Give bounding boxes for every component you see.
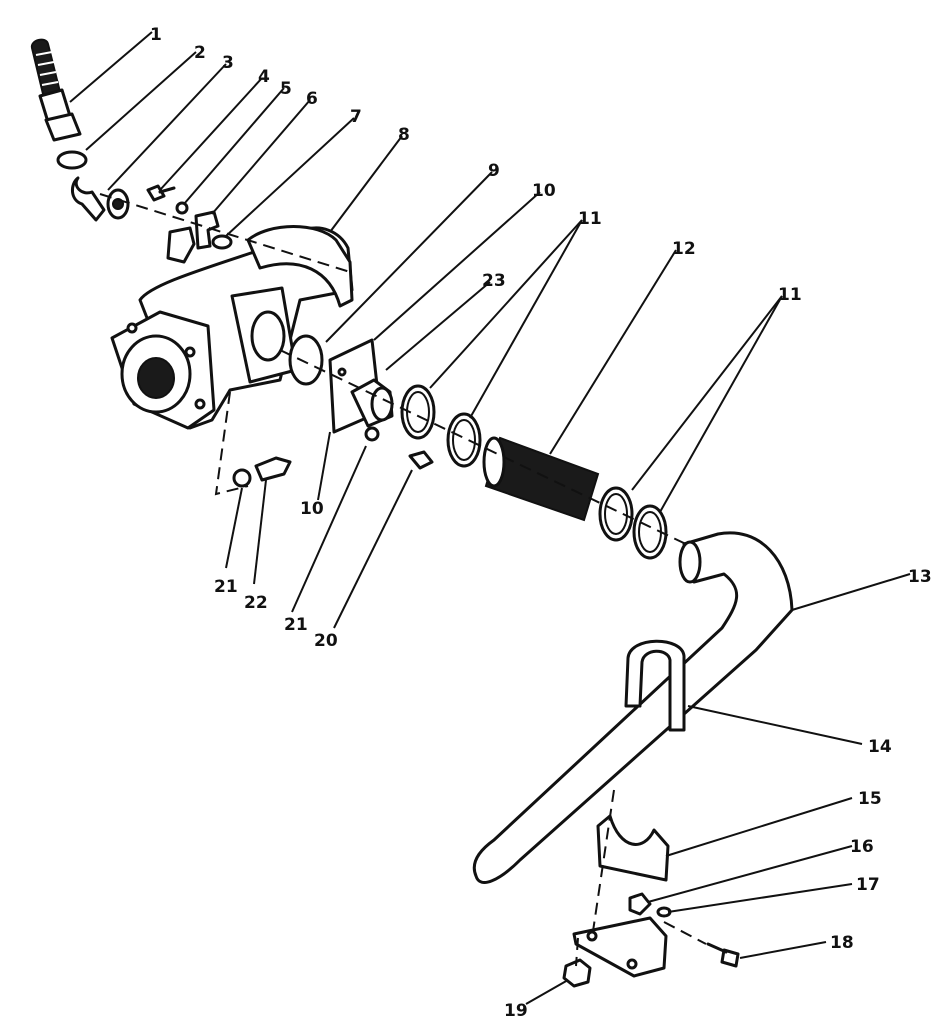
callout-1: 1 (150, 25, 162, 45)
nut (628, 892, 652, 916)
callout-9: 9 (488, 161, 500, 181)
suction-tube (472, 531, 794, 885)
callout-10: 10 (532, 181, 556, 201)
callout-4: 4 (258, 67, 270, 87)
flange-half (166, 226, 196, 264)
callout-22: 22 (244, 593, 268, 613)
bolt (146, 184, 176, 202)
callout-3: 3 (222, 53, 234, 73)
lock-washer (232, 468, 252, 488)
assembly-axis (214, 391, 249, 496)
mounting-bracket (572, 916, 668, 978)
callout-11: 11 (578, 209, 602, 229)
elbow-fitting (71, 176, 130, 222)
o-ring (288, 334, 324, 386)
callout-12: 12 (672, 239, 696, 259)
callout-23: 23 (482, 271, 506, 291)
u-bolt (624, 639, 686, 732)
callout-8: 8 (398, 125, 410, 145)
callout-15: 15 (858, 789, 882, 809)
nut (562, 958, 592, 988)
hydraulic-pump (110, 225, 354, 430)
callout-19: 19 (504, 1001, 528, 1021)
callout-20: 20 (314, 631, 338, 651)
callout-7: 7 (350, 107, 362, 127)
bolt (408, 450, 434, 470)
tube-cradle (596, 814, 670, 882)
callout-13: 13 (908, 567, 932, 587)
hydraulic-hose (30, 38, 82, 142)
callout-10: 10 (300, 499, 324, 519)
assembly-axis (99, 193, 351, 273)
callout-14: 14 (868, 737, 892, 757)
callout-21: 21 (284, 615, 308, 635)
callout-16: 16 (850, 837, 874, 857)
assembly-axis (663, 921, 707, 945)
callout-21: 21 (214, 577, 238, 597)
assembly-axis (591, 789, 615, 939)
callout-2: 2 (194, 43, 206, 63)
lock-washer (364, 426, 380, 442)
lock-washer (175, 201, 189, 215)
callout-6: 6 (306, 89, 318, 109)
o-ring (211, 234, 233, 250)
callout-18: 18 (830, 933, 854, 953)
assembly-axis (575, 937, 579, 967)
o-ring (56, 150, 88, 170)
leader-lines (69, 31, 911, 1005)
callout-5: 5 (280, 79, 292, 99)
bolt (706, 942, 740, 968)
callout-11: 11 (778, 285, 802, 305)
callout-17: 17 (856, 875, 880, 895)
bolt (254, 456, 292, 482)
